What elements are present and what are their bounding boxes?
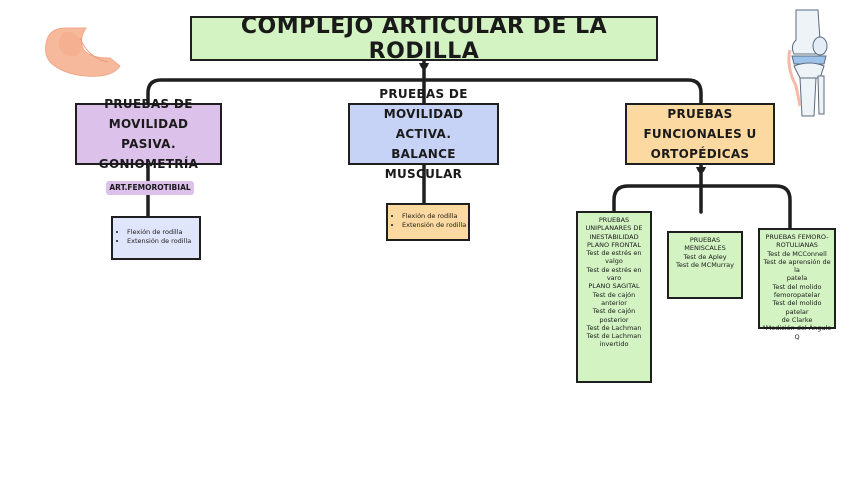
category-functional-line3: ORTOPÉDICAS: [643, 144, 756, 164]
category-functional-line1: PRUEBAS: [643, 104, 756, 124]
list-item: Extensión de rodilla: [402, 221, 468, 230]
group-line: PLANO SAGITAL: [580, 282, 648, 290]
category-functional-tests: PRUEBAS FUNCIONALES U ORTOPÉDICAS: [625, 103, 775, 165]
group-line: "Medición del Ángulo Q: [762, 324, 832, 341]
femorotibial-tag: ART.FEMOROTIBIAL: [106, 181, 194, 195]
group-line: Test de estrés en valgo: [580, 249, 648, 266]
group-line: INESTABILIDAD: [580, 233, 648, 241]
category-functional-line2: FUNCIONALES U: [643, 124, 756, 144]
group-line: Test de MCConnell: [762, 250, 832, 258]
category-passive-line3: GONIOMETRÍA: [81, 154, 216, 174]
passive-movements-box: Flexión de rodilla Extensión de rodilla: [111, 216, 201, 260]
group-line: Test de aprensión de la: [762, 258, 832, 275]
group-line: Test de MCMurray: [671, 261, 739, 269]
meniscal-tests-box: PRUEBAS MENISCALES Test de Apley Test de…: [667, 231, 743, 299]
group-line: Test de Lachman: [580, 324, 648, 332]
category-active-line2: MOVILIDAD ACTIVA.: [354, 104, 493, 144]
knee-joint-anatomy-illustration: [784, 6, 834, 118]
group-line: patela: [762, 274, 832, 282]
group-line: Test de cajón anterior: [580, 291, 648, 308]
category-active-line3: BALANCE MUSCULAR: [354, 144, 493, 184]
category-active-mobility: PRUEBAS DE MOVILIDAD ACTIVA. BALANCE MUS…: [348, 103, 499, 165]
list-item: Flexión de rodilla: [127, 228, 199, 237]
group-line: Test del molido: [762, 283, 832, 291]
patellofemoral-tests-box: PRUEBAS FEMORO- ROTULIANAS Test de MCCon…: [758, 228, 836, 329]
group-line: Test de Lachman: [580, 332, 648, 340]
category-passive-line1: PRUEBAS DE: [81, 94, 216, 114]
group-line: UNIPLANARES DE: [580, 224, 648, 232]
group-line: PRUEBAS: [580, 216, 648, 224]
diagram-title-text: COMPLEJO ARTICULAR DE LA RODILLA: [192, 14, 656, 64]
category-passive-mobility: PRUEBAS DE MOVILIDAD PASIVA. GONIOMETRÍA: [75, 103, 222, 165]
group-line: femoropatelar: [762, 291, 832, 299]
active-movements-list: Flexión de rodilla Extensión de rodilla: [388, 212, 468, 230]
diagram-title: COMPLEJO ARTICULAR DE LA RODILLA: [190, 16, 658, 61]
category-active-line1: PRUEBAS DE: [354, 84, 493, 104]
knee-flexed-illustration: [40, 18, 122, 78]
group-line: PRUEBAS FEMORO-: [762, 233, 832, 241]
group-line: Test de Apley: [671, 253, 739, 261]
list-item: Flexión de rodilla: [402, 212, 468, 221]
group-line: Test de estrés en varo: [580, 266, 648, 283]
category-passive-line2: MOVILIDAD PASIVA.: [81, 114, 216, 154]
active-movements-box: Flexión de rodilla Extensión de rodilla: [386, 203, 470, 241]
group-line: ROTULIANAS: [762, 241, 832, 249]
list-item: Extensión de rodilla: [127, 237, 199, 246]
group-line: Test del molido patelar: [762, 299, 832, 316]
group-line: PLANO FRONTAL: [580, 241, 648, 249]
group-line: Test de cajón posterior: [580, 307, 648, 324]
passive-movements-list: Flexión de rodilla Extensión de rodilla: [113, 228, 199, 246]
group-line: PRUEBAS MENISCALES: [671, 236, 739, 253]
group-line: invertido: [580, 340, 648, 348]
uniplanar-instability-tests-box: PRUEBAS UNIPLANARES DE INESTABILIDAD PLA…: [576, 211, 652, 383]
